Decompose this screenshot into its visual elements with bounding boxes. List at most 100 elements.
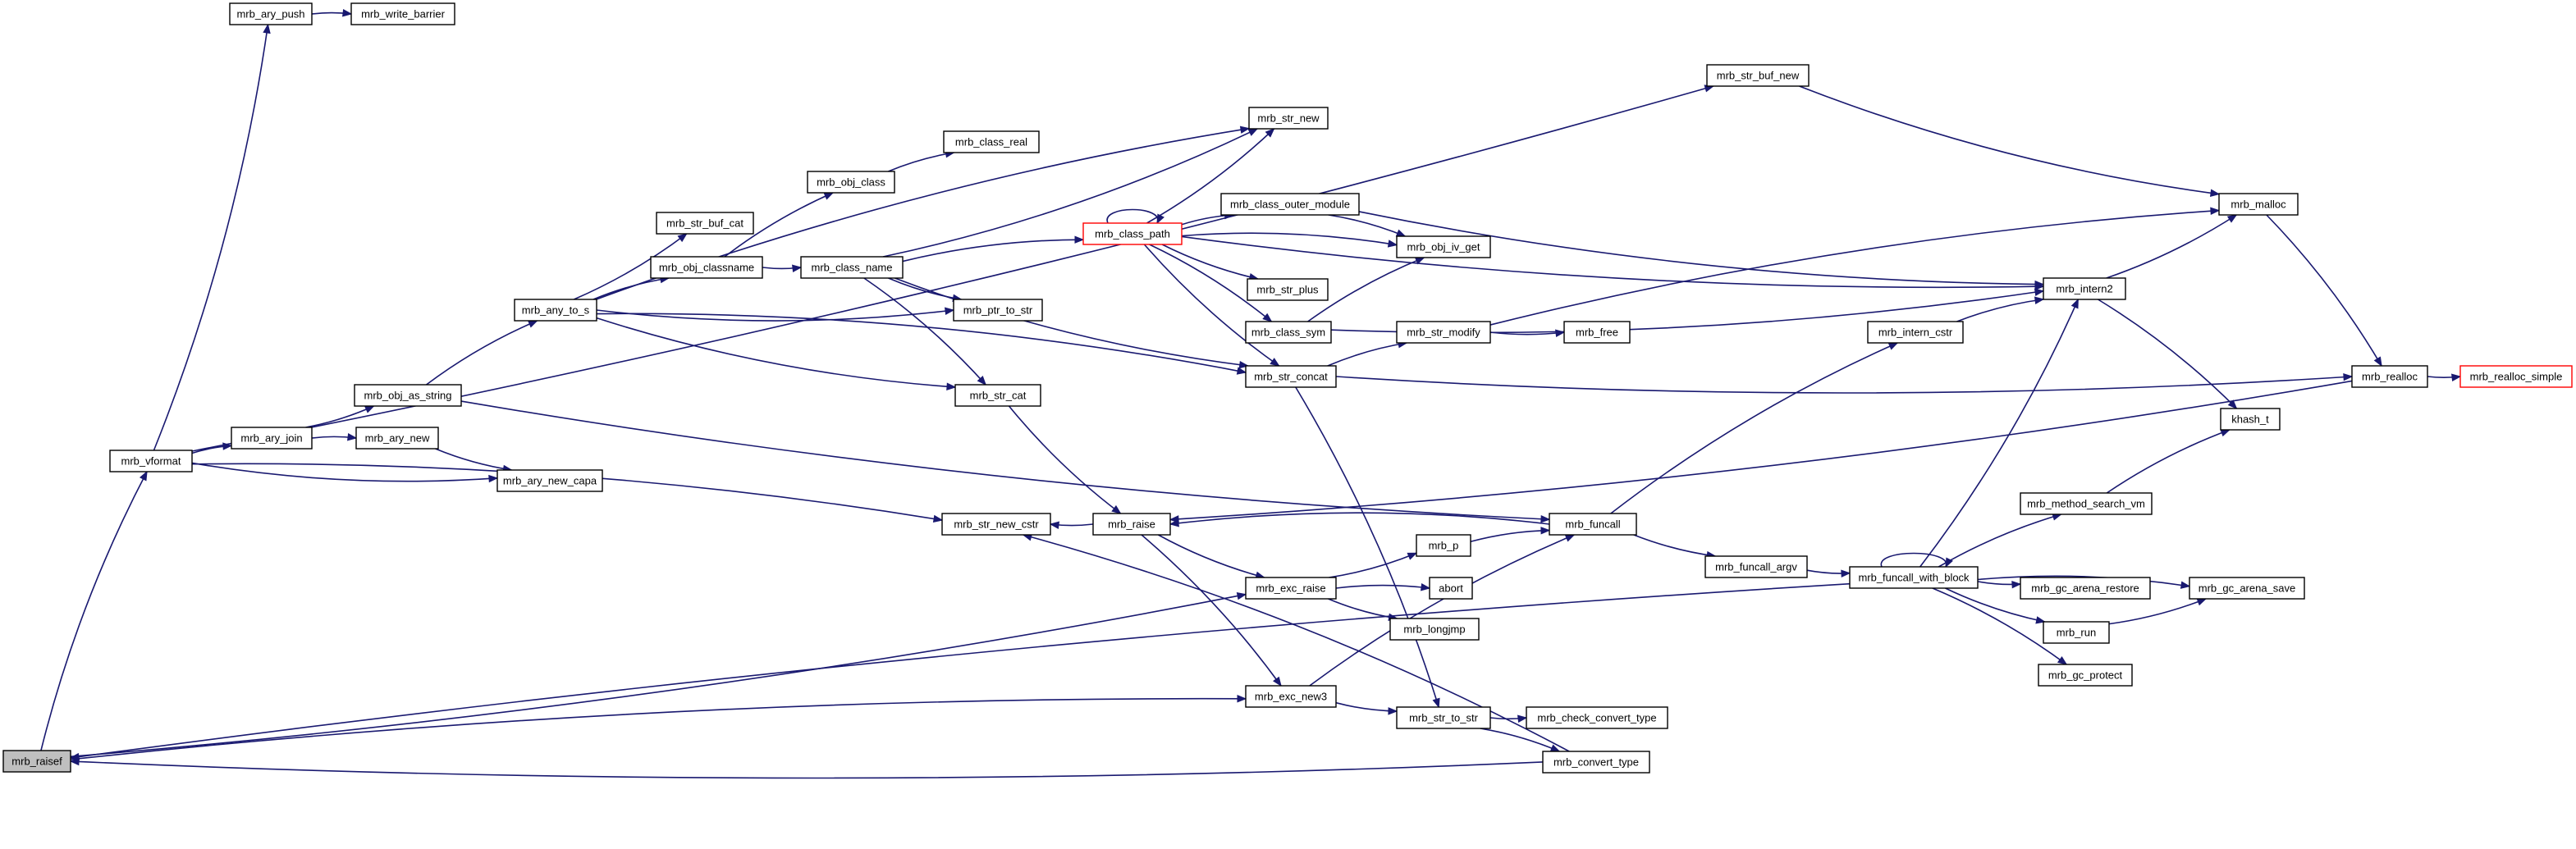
node-box [1248, 107, 1329, 130]
arrowhead [2034, 288, 2045, 296]
node-box [2459, 365, 2573, 388]
node-label: mrb_str_plus [1256, 284, 1319, 296]
arrowhead [69, 757, 80, 766]
call-edge [1335, 701, 1398, 715]
node-box [807, 171, 895, 194]
node-mrb-gc-protect[interactable]: mrb_gc_protect [2038, 664, 2133, 687]
node-mrb-free[interactable]: mrb_free [1563, 321, 1631, 344]
call-edge [1956, 296, 2045, 322]
node-label: mrb_str_cat [970, 390, 1027, 402]
node-mrb-check-convert-type[interactable]: mrb_check_convert_type [1526, 706, 1668, 729]
node-mrb-class-real[interactable]: mrb_class_real [943, 130, 1040, 153]
node-mrb-ary-new[interactable]: mrb_ary_new [355, 427, 439, 450]
node-mrb-str-new-cstr[interactable]: mrb_str_new_cstr [941, 513, 1051, 536]
edge-line [1919, 299, 2080, 568]
call-edge [70, 695, 1247, 760]
node-mrb-intern2[interactable]: mrb_intern2 [2043, 277, 2126, 300]
node-mrb-raise[interactable]: mrb_raise [1092, 513, 1171, 536]
node-mrb-p[interactable]: mrb_p [1416, 534, 1471, 557]
arrowhead [1236, 367, 1247, 375]
node-mrb-str-plus[interactable]: mrb_str_plus [1247, 278, 1329, 301]
node-label: mrb_class_sym [1251, 326, 1325, 339]
node-label: mrb_exc_raise [1256, 582, 1325, 595]
node-mrb-str-buf-cat[interactable]: mrb_str_buf_cat [656, 212, 754, 235]
node-mrb-run[interactable]: mrb_run [2043, 621, 2110, 644]
call-edge [1146, 128, 1275, 224]
node-box [1220, 193, 1360, 216]
node-box [953, 299, 1043, 322]
call-edge [1489, 329, 1566, 337]
node-mrb-write-barrier[interactable]: mrb_write_barrier [350, 2, 455, 25]
node-mrb-ptr-to-str[interactable]: mrb_ptr_to_str [953, 299, 1043, 322]
node-box [355, 427, 439, 450]
node-mrb-funcall-argv[interactable]: mrb_funcall_argv [1704, 555, 1808, 578]
node-mrb-obj-iv-get[interactable]: mrb_obj_iv_get [1396, 235, 1491, 258]
arrowhead [139, 470, 148, 482]
edge-line [1181, 232, 1398, 246]
node-abort[interactable]: abort [1429, 577, 1473, 600]
edge-line [1932, 587, 2067, 665]
edge-line [1307, 257, 1425, 322]
arrowhead [527, 320, 538, 328]
node-mrb-exc-new3[interactable]: mrb_exc_new3 [1245, 685, 1337, 708]
node-mrb-longjmp[interactable]: mrb_longjmp [1389, 618, 1480, 641]
node-mrb-ary-join[interactable]: mrb_ary_join [231, 427, 313, 450]
node-box [1549, 513, 1637, 536]
call-edge [1181, 232, 1398, 248]
node-mrb-obj-as-string[interactable]: mrb_obj_as_string [354, 384, 462, 407]
call-edge [1049, 521, 1094, 529]
node-mrb-class-name[interactable]: mrb_class_name [800, 256, 904, 279]
node-mrb-str-cat[interactable]: mrb_str_cat [954, 384, 1041, 407]
node-label: mrb_class_name [812, 262, 893, 274]
node-mrb-class-sym[interactable]: mrb_class_sym [1245, 321, 1332, 344]
node-mrb-intern-cstr[interactable]: mrb_intern_cstr [1867, 321, 1964, 344]
node-mrb-malloc[interactable]: mrb_malloc [2218, 193, 2299, 216]
node-mrb-vformat[interactable]: mrb_vformat [109, 450, 193, 472]
call-edge [1489, 207, 2221, 326]
node-mrb-realloc[interactable]: mrb_realloc [2351, 365, 2428, 388]
node-label: mrb_obj_class [817, 176, 885, 189]
call-edge [1149, 244, 1273, 322]
node-mrb-str-buf-new[interactable]: mrb_str_buf_new [1706, 64, 1810, 87]
node-mrb-any-to-s[interactable]: mrb_any_to_s [514, 299, 597, 322]
node-mrb-ary-push[interactable]: mrb_ary_push [229, 2, 313, 25]
node-box [2218, 193, 2299, 216]
call-edge [1335, 583, 1431, 591]
node-mrb-convert-type[interactable]: mrb_convert_type [1542, 751, 1650, 774]
node-mrb-funcall[interactable]: mrb_funcall [1549, 513, 1637, 536]
node-mrb-realloc-simple[interactable]: mrb_realloc_simple [2459, 365, 2573, 388]
node-mrb-class-outer-module[interactable]: mrb_class_outer_module [1220, 193, 1360, 216]
edge-line [1335, 701, 1398, 712]
call-edge [1919, 298, 2080, 568]
node-mrb-str-to-str[interactable]: mrb_str_to_str [1396, 706, 1491, 729]
node-mrb-gc-arena-restore[interactable]: mrb_gc_arena_restore [2020, 577, 2151, 600]
node-khash-t[interactable]: khash_t [2220, 408, 2281, 431]
node-box [1396, 235, 1491, 258]
node-box [496, 469, 603, 492]
node-mrb-method-search-vm[interactable]: mrb_method_search_vm [2020, 492, 2153, 515]
edge-line [596, 317, 956, 388]
call-edge [1610, 342, 1899, 514]
call-edge [1169, 512, 1550, 527]
node-box [1396, 706, 1491, 729]
node-mrb-str-modify[interactable]: mrb_str_modify [1396, 321, 1491, 344]
call-edge [1806, 569, 1851, 577]
node-box [350, 2, 455, 25]
node-label: mrb_intern_cstr [1878, 326, 1953, 339]
node-mrb-obj-classname[interactable]: mrb_obj_classname [650, 256, 763, 279]
node-box [2038, 664, 2133, 687]
node-mrb-ary-new-capa[interactable]: mrb_ary_new_capa [496, 469, 603, 492]
call-edge [1470, 527, 1551, 543]
node-mrb-raisef[interactable]: mrb_raisef [2, 750, 71, 773]
node-mrb-class-path[interactable]: mrb_class_path [1082, 222, 1183, 245]
node-mrb-str-new[interactable]: mrb_str_new [1248, 107, 1329, 130]
node-label: mrb_str_buf_cat [666, 217, 744, 230]
node-mrb-gc-arena-save[interactable]: mrb_gc_arena_save [2189, 577, 2305, 600]
node-mrb-obj-class[interactable]: mrb_obj_class [807, 171, 895, 194]
call-edge [1328, 214, 1407, 237]
node-mrb-funcall-with-block[interactable]: mrb_funcall_with_block [1849, 566, 1979, 589]
node-mrb-str-concat[interactable]: mrb_str_concat [1245, 365, 1337, 388]
arrowhead [1555, 329, 1566, 337]
node-mrb-exc-raise[interactable]: mrb_exc_raise [1245, 577, 1337, 600]
node-label: mrb_str_new_cstr [954, 518, 1039, 531]
